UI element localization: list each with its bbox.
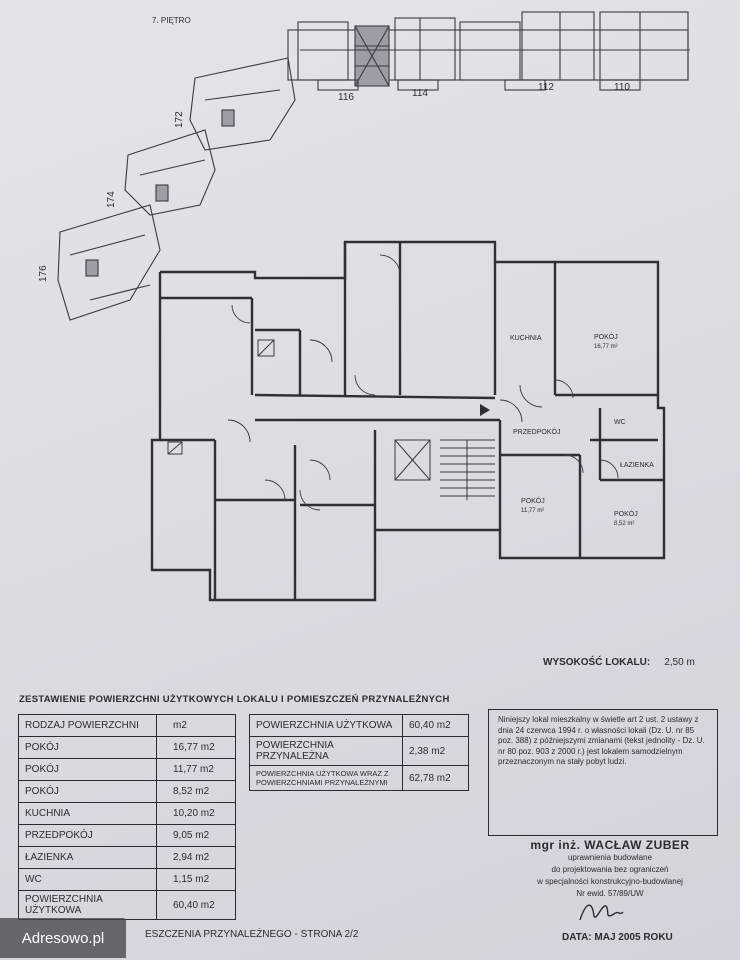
table-cell: 60,40 m2 [402, 714, 469, 737]
wing-number: 176 [38, 265, 49, 282]
wing-number: 112 [538, 82, 554, 93]
stairs-and-elevator [167, 339, 495, 500]
table-cell: POKÓJ [18, 736, 157, 759]
floor-plan-drawing [57, 11, 690, 602]
door-swings [227, 254, 619, 511]
table-cell: PRZEDPOKÓJ [18, 824, 157, 847]
room-label-kitchen: KUCHNIA [510, 335, 542, 342]
signature-line: Nr ewid. 57/89/UW [576, 889, 644, 898]
table-header-cell: RODZAJ POWIERZCHNI [18, 714, 157, 737]
table-cell: POWIERZCHNIA UŻYTKOWA [18, 890, 157, 920]
table-cell: 2,94 m2 [156, 846, 236, 869]
table-cell: 62,78 m2 [402, 765, 469, 791]
table-cell: 8,52 m2 [156, 780, 236, 803]
wing-number: 114 [412, 88, 428, 99]
table-cell: KUCHNIA [18, 802, 157, 825]
room-label-hall: PRZEDPOKÓJ [513, 429, 561, 436]
signatory-name: mgr inż. WACŁAW ZUBER [530, 838, 690, 852]
floor-label: 7. PIĘTRO [152, 16, 191, 25]
building-key-plan [57, 11, 690, 321]
wing-number: 116 [338, 92, 354, 103]
table-cell: POWIERZCHNIA UŻYTKOWA WRAZ Z POWIERZCHNI… [249, 765, 403, 791]
table-cell: POKÓJ [18, 780, 157, 803]
wing-number: 174 [106, 191, 117, 208]
table-cell: 1,15 m2 [156, 868, 236, 891]
table-cell: 10,20 m2 [156, 802, 236, 825]
table-cell: 16,77 m2 [156, 736, 236, 759]
wing-number: 110 [614, 82, 630, 93]
table-cell: 9,05 m2 [156, 824, 236, 847]
apartment-floor-plan [150, 240, 666, 602]
page-footer: ESZCZENIA PRZYNALEŻNEGO - STRONA 2/2 [145, 929, 359, 940]
legal-note: Niniejszy lokal mieszkalny w świetle art… [488, 709, 718, 836]
table-cell: 11,77 m2 [156, 758, 236, 781]
table-cell: ŁAZIENKA [18, 846, 157, 869]
table-cell: 60,40 m2 [156, 890, 236, 920]
room-label-wc: WC [614, 419, 626, 426]
table-cell: WC [18, 868, 157, 891]
room-label-bathroom: ŁAZIENKA [620, 462, 654, 469]
section-title: ZESTAWIENIE POWIERZCHNI UŻYTKOWYCH LOKAL… [19, 694, 450, 705]
signature-block: mgr inż. WACŁAW ZUBER uprawnienia budowl… [500, 838, 720, 900]
watermark-logo: Adresowo.pl [0, 918, 126, 958]
table-cell: POKÓJ [18, 758, 157, 781]
table-cell: POWIERZCHNIA PRZYNALEŻNA [249, 736, 403, 766]
signature-line: do projektowania bez ograniczeń [551, 865, 669, 874]
table-row: POWIERZCHNIA UŻYTKOWA WRAZ Z POWIERZCHNI… [249, 765, 469, 791]
table-cell: 2,38 m2 [402, 736, 469, 766]
signature-line: w specjalności konstrukcyjno-budowlanej [537, 877, 683, 886]
handwritten-signature [579, 904, 624, 921]
table-header-cell: m2 [156, 714, 236, 737]
entrance-arrow-icon [480, 404, 490, 416]
table-cell: POWIERZCHNIA UŻYTKOWA [249, 714, 403, 737]
unit-height-label: WYSOKOŚĆ LOKALU: [543, 657, 651, 668]
unit-height: WYSOKOŚĆ LOKALU: 2,50 m [543, 657, 695, 668]
signature-line: uprawnienia budowlane [567, 853, 653, 862]
wing-number: 172 [174, 111, 185, 128]
unit-height-value: 2,50 m [664, 657, 695, 668]
document-date: DATA: MAJ 2005 ROKU [562, 932, 673, 943]
